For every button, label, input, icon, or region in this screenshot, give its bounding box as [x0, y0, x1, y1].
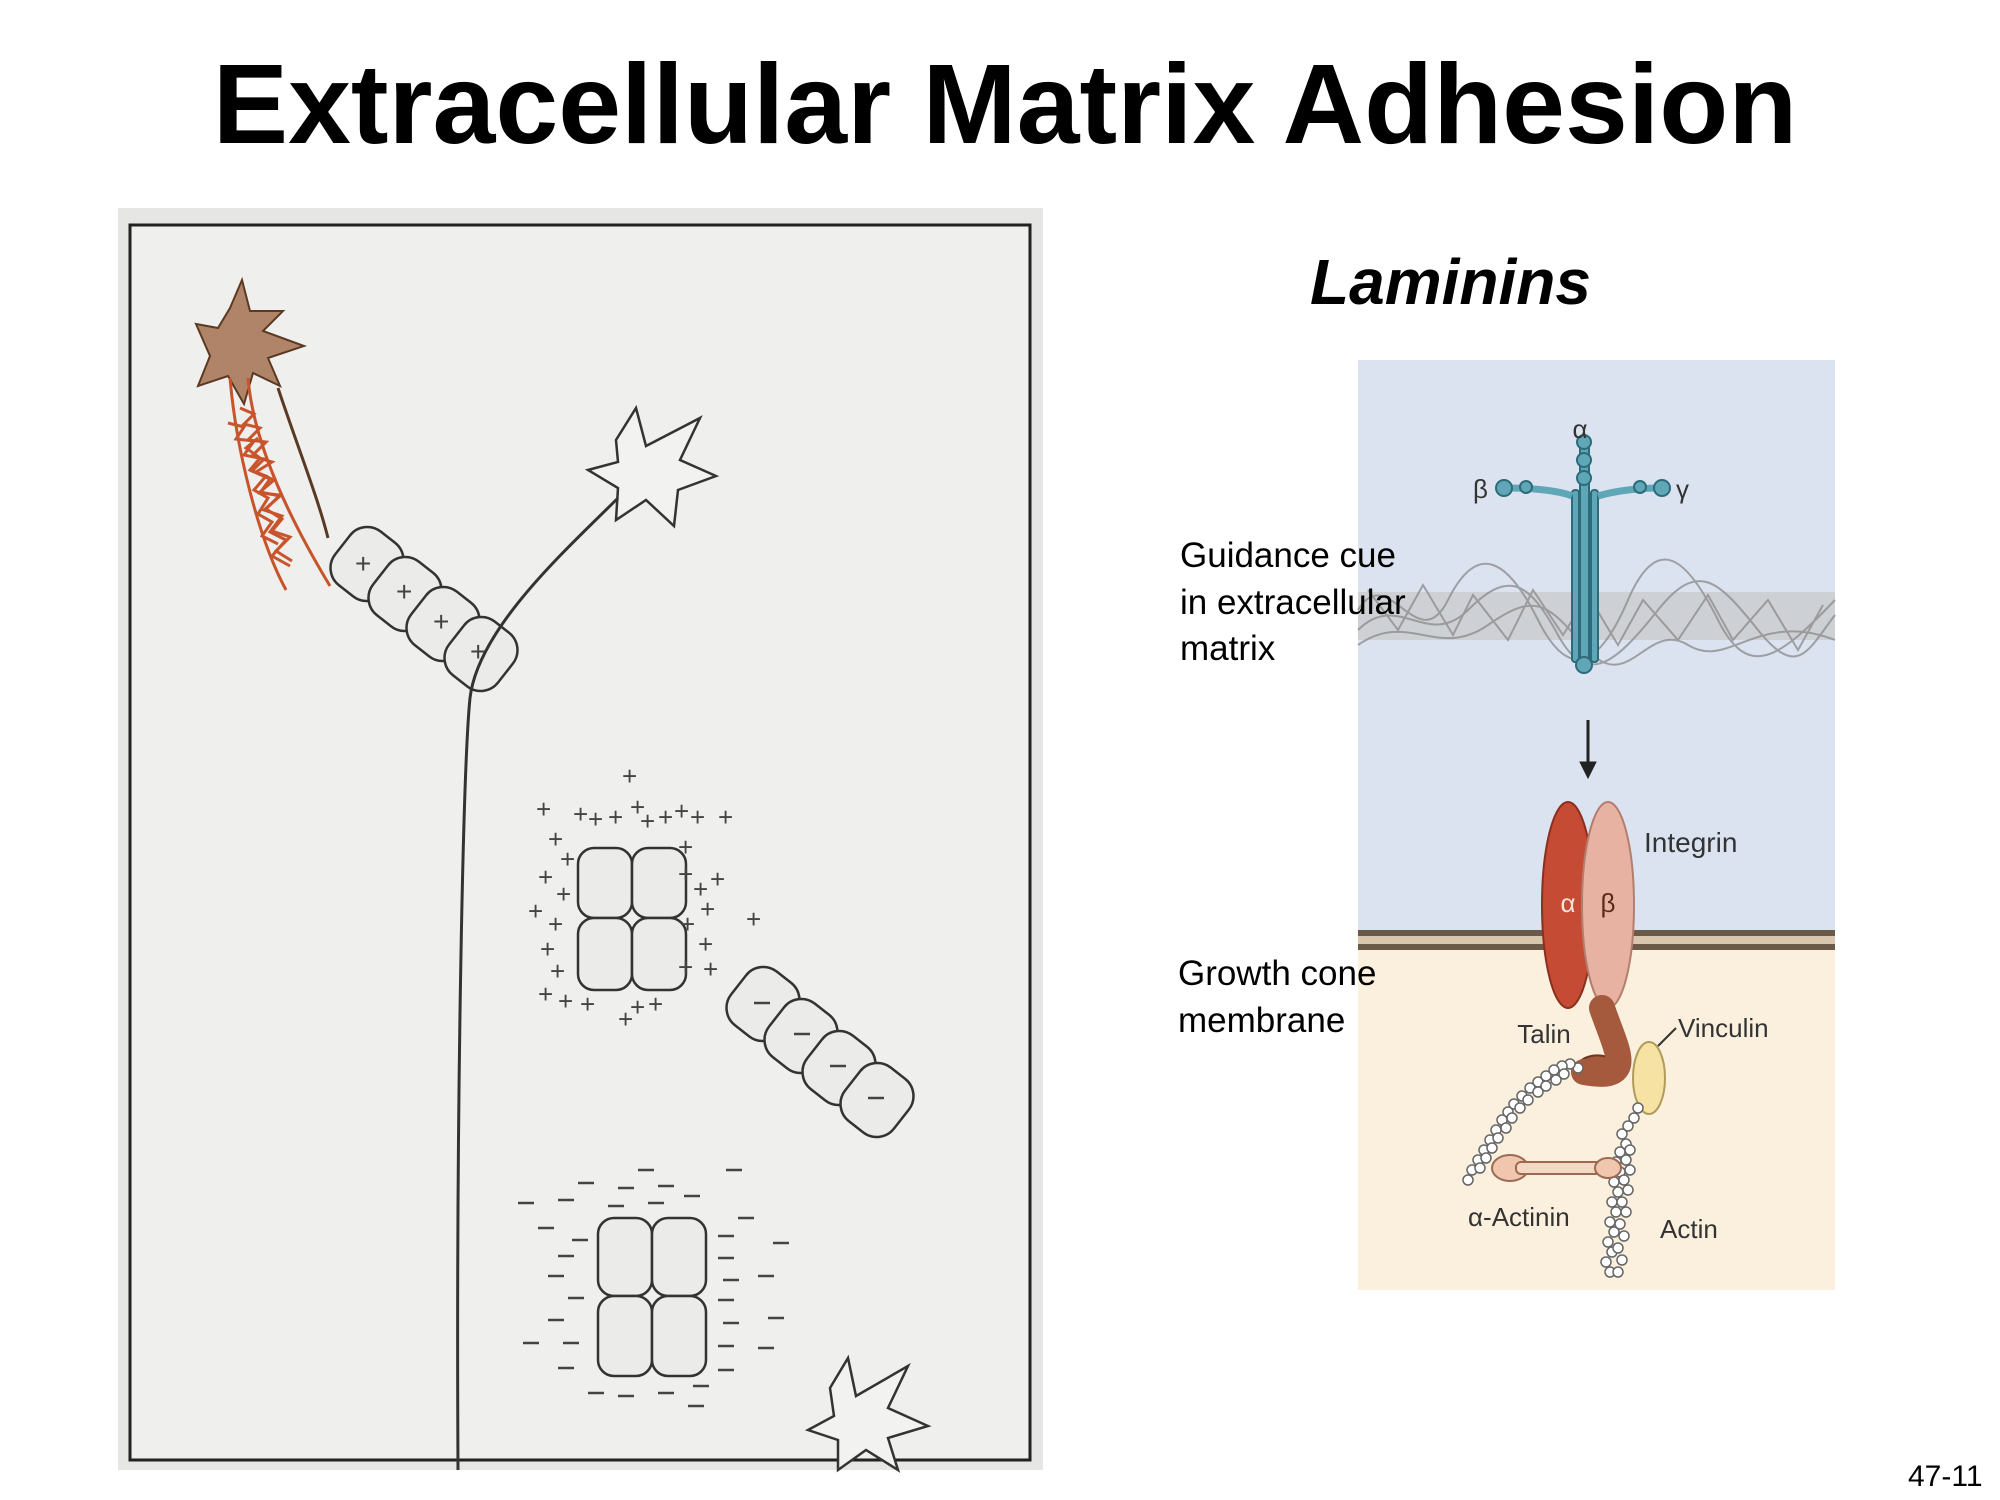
svg-text:+: +	[396, 576, 412, 607]
svg-text:+: +	[536, 794, 551, 824]
vinculin-pointer	[1657, 1027, 1677, 1047]
second-neuron-soma	[584, 404, 720, 529]
svg-text:+: +	[698, 929, 713, 959]
negative-cell-cluster	[596, 1216, 708, 1378]
laminins-heading: Laminins	[1310, 246, 1591, 318]
integrin-beta-label: β	[1601, 888, 1616, 918]
svg-text:+: +	[550, 956, 565, 986]
svg-text:+: +	[588, 804, 603, 834]
svg-text:+: +	[658, 802, 673, 832]
svg-text:+: +	[680, 909, 695, 939]
svg-text:+: +	[556, 879, 571, 909]
second-neuron-axon	[456, 496, 620, 1471]
svg-text:+: +	[690, 802, 705, 832]
signal-arrow	[1579, 720, 1597, 780]
integrin-label: Integrin	[1644, 827, 1737, 858]
svg-text:+: +	[560, 844, 575, 874]
laminin-gamma-label: γ	[1676, 474, 1689, 504]
laminin-integrin-figure: α β γ α β Integrin Talin Vinculin	[1357, 360, 1836, 1290]
svg-text:+: +	[678, 832, 693, 862]
svg-text:+: +	[746, 904, 761, 934]
svg-text:+: +	[433, 606, 449, 637]
svg-text:+: +	[538, 862, 553, 892]
vinculin-protein	[1632, 1041, 1666, 1115]
svg-text:+: +	[678, 859, 693, 889]
third-neuron-soma	[804, 1354, 932, 1473]
actin-filaments	[1462, 1058, 1644, 1278]
svg-text:+: +	[700, 894, 715, 924]
svg-text:+: +	[693, 874, 708, 904]
alpha-actinin-protein	[1491, 1154, 1622, 1182]
guidance-cue-label: Guidance cue in extracellular matrix	[1180, 536, 1406, 669]
svg-text:+: +	[538, 979, 553, 1009]
laminin-beta-label: β	[1473, 474, 1488, 504]
svg-text:+: +	[573, 799, 588, 829]
negative-cell-chain	[725, 965, 915, 1139]
svg-text:+: +	[622, 761, 637, 791]
svg-text:+: +	[608, 802, 623, 832]
svg-text:+: +	[678, 952, 693, 982]
guided-neuron-soma	[194, 276, 308, 407]
vinculin-label: Vinculin	[1678, 1013, 1769, 1043]
axon-guidance-diagram: ++ ++ +++ +++ +++ +++ +++ +++ +++ +++ ++…	[118, 208, 1043, 1473]
svg-text:+: +	[674, 796, 689, 826]
actin-label: Actin	[1660, 1214, 1718, 1244]
svg-text:+: +	[648, 989, 663, 1019]
svg-text:+: +	[540, 934, 555, 964]
svg-text:+: +	[548, 909, 563, 939]
positive-cell-cluster	[576, 846, 688, 992]
svg-text:+: +	[718, 802, 733, 832]
laminin-alpha-label: α	[1572, 414, 1587, 444]
negative-charge-marks-cluster	[518, 1168, 789, 1408]
svg-text:+: +	[630, 992, 645, 1022]
guided-axon-shaft	[276, 387, 330, 539]
svg-text:+: +	[618, 1004, 633, 1034]
negative-charge-marks-chain	[754, 1001, 884, 1100]
laminin-molecule	[1495, 434, 1671, 674]
talin-label: Talin	[1517, 1019, 1570, 1049]
slide-number: 47-11	[1908, 1460, 1983, 1493]
svg-text:+: +	[640, 806, 655, 836]
positive-charge-marks-cluster: +++ +++ +++ +++ +++ +++ +++ +++ +++ +++ …	[528, 761, 761, 1034]
svg-text:+: +	[548, 824, 563, 854]
diagram-panel-border	[128, 223, 1032, 1462]
svg-text:+: +	[710, 864, 725, 894]
slide-title: Extracellular Matrix Adhesion	[212, 41, 1798, 167]
svg-text:+: +	[528, 896, 543, 926]
positive-cell-chain-upper	[329, 525, 519, 693]
svg-text:+: +	[355, 548, 371, 579]
alpha-actinin-label: α-Actinin	[1468, 1202, 1570, 1232]
svg-text:+: +	[580, 989, 595, 1019]
svg-text:+: +	[558, 986, 573, 1016]
svg-text:+: +	[630, 792, 645, 822]
growth-cone-membrane-label: Growth cone membrane	[1178, 954, 1377, 1040]
guided-axon-terminal	[227, 377, 332, 591]
svg-text:+: +	[703, 954, 718, 984]
integrin-alpha-label: α	[1560, 888, 1575, 918]
